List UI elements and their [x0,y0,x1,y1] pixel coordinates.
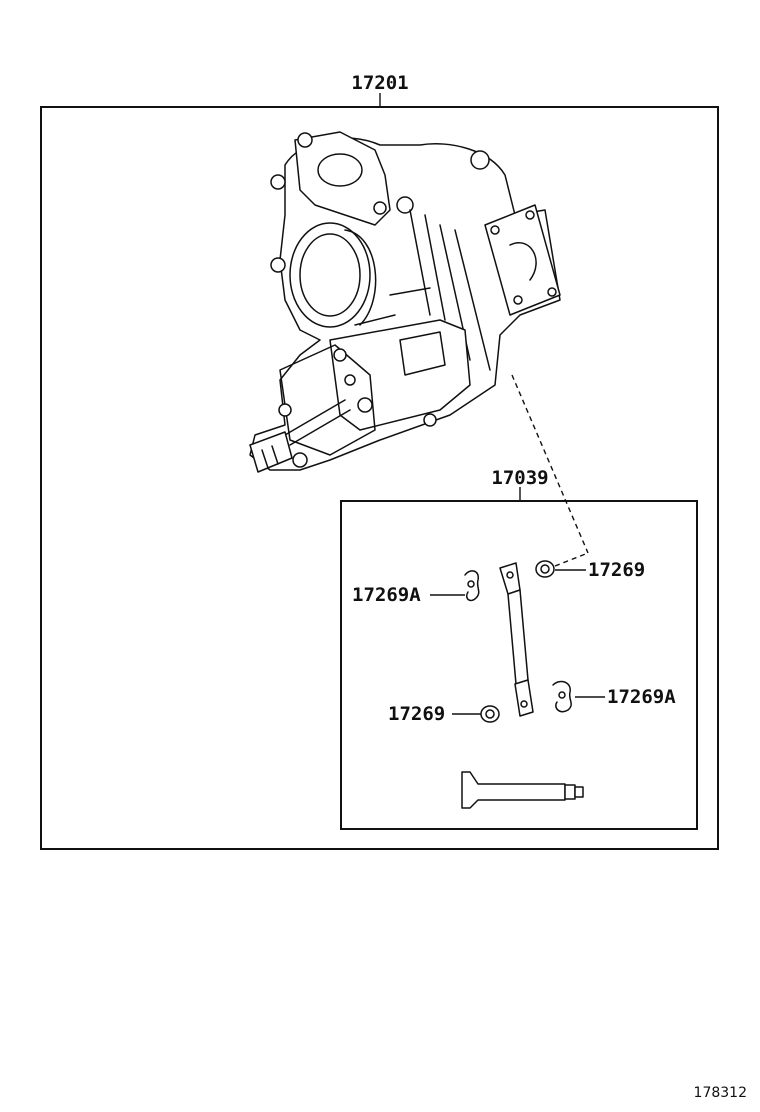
gasket-bottom-left [480,705,500,723]
label-17039[interactable]: 17039 [491,467,548,489]
clip-right [552,680,572,713]
dashed-leader-turbo [511,374,589,554]
clip-left [464,570,480,602]
label-17269A-left[interactable]: 17269A [352,584,421,606]
turbocharger-illustration [249,131,561,473]
label-17269A-right[interactable]: 17269A [607,686,676,708]
dashed-leader-gasket [554,552,589,567]
label-17269-top[interactable]: 17269 [588,559,645,581]
label-17201[interactable]: 17201 [351,72,408,94]
label-17269-bottom[interactable]: 17269 [388,703,445,725]
gasket-top-right [535,560,555,578]
grease-tube [461,771,584,809]
actuator-rod [499,562,534,717]
figure-id: 178312 [694,1085,747,1101]
kit-frame [340,500,698,830]
